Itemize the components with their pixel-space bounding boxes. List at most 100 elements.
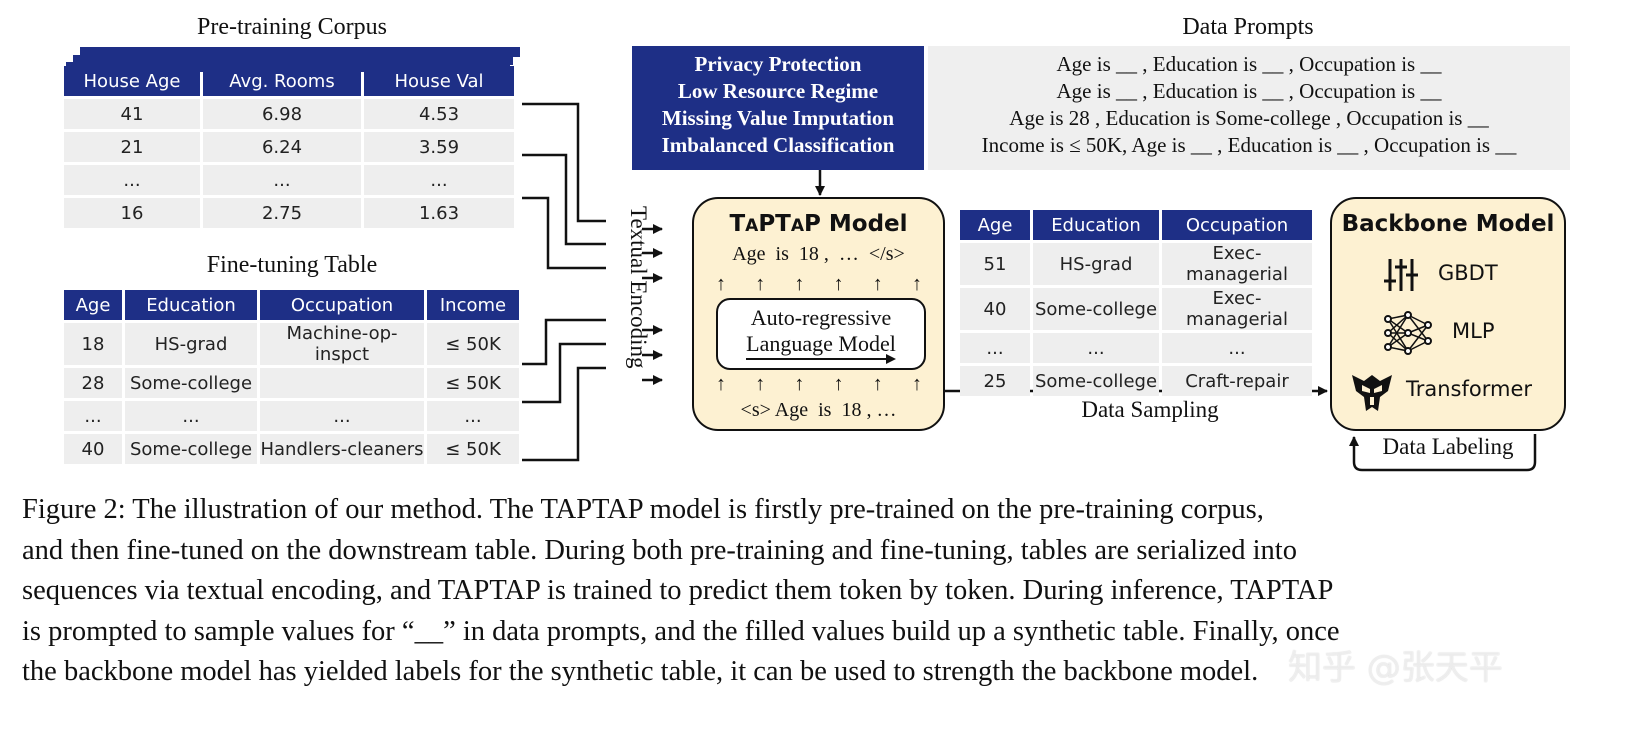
table-row: 16 2.75 1.63: [64, 198, 514, 228]
finetuning-table: Age Education Occupation Income 18 HS-gr…: [61, 287, 522, 467]
table-row: 18 HS-grad Machine-op-inspct ≤ 50K: [64, 323, 519, 365]
table-stack-back: [80, 47, 520, 57]
table-row: 25 Some-college Craft-repair: [960, 366, 1312, 396]
table-cell: Exec-managerial: [1162, 243, 1312, 285]
table-cell: ...: [64, 401, 122, 431]
table-cell: ...: [203, 165, 361, 195]
table-cell: ≤ 50K: [427, 368, 519, 398]
table-cell: Some-college: [1033, 366, 1159, 396]
up-arrow-icon: ↑: [755, 373, 766, 395]
data-labeling-arrow: [1349, 434, 1537, 472]
lm-label-line1: Auto-regressive: [750, 305, 892, 330]
table-cell: ...: [364, 165, 514, 195]
table-cell: 40: [960, 288, 1030, 330]
watermark: 知乎 @张天平: [1288, 648, 1503, 688]
data-prompts-title: Data Prompts: [1182, 14, 1314, 40]
table-cell: ...: [960, 333, 1030, 363]
connector-line: [522, 318, 606, 366]
table-cell: ...: [1033, 333, 1159, 363]
table-cell: 25: [960, 366, 1030, 396]
task-item: Privacy Protection: [694, 52, 862, 76]
table-row: 51 HS-grad Exec-managerial: [960, 243, 1312, 285]
table-cell: 1.63: [364, 198, 514, 228]
data-labeling-label: Data Labeling: [1368, 434, 1528, 460]
connector-line: [522, 196, 606, 270]
table-cell: HS-grad: [125, 323, 257, 365]
up-arrow-icon: ↑: [833, 373, 844, 395]
connector-line: [522, 153, 606, 246]
column-header: Occupation: [260, 290, 424, 320]
column-header: Education: [1033, 210, 1159, 240]
table-cell: 18: [64, 323, 122, 365]
column-header: Education: [125, 290, 257, 320]
table-cell: Handlers-cleaners: [260, 434, 424, 464]
table-cell: 21: [64, 132, 200, 162]
up-arrow-icon: ↑: [794, 273, 805, 295]
language-model-box: Auto-regressive Language Model: [716, 298, 926, 370]
up-arrow-icon: ↑: [716, 273, 726, 295]
up-arrow-icon: ↑: [716, 373, 726, 395]
backbone-model-title: Backbone Model: [1341, 211, 1555, 237]
table-cell: 16: [64, 198, 200, 228]
column-header: Occupation: [1162, 210, 1312, 240]
table-row: 40 Some-college Exec-managerial: [960, 288, 1312, 330]
table-row: ... ... ...: [960, 333, 1312, 363]
model-label-gbdt: GBDT: [1438, 261, 1498, 285]
table-cell: ...: [427, 401, 519, 431]
table-cell: ...: [125, 401, 257, 431]
connector-line: [522, 366, 606, 462]
table-cell: 41: [64, 99, 200, 129]
up-arrow-icon: ↑: [911, 373, 922, 395]
column-header: Age: [960, 210, 1030, 240]
table-cell: 28: [64, 368, 122, 398]
textual-encoding-label: Textual Encoding: [626, 206, 651, 369]
right-arrow-icon: [746, 354, 896, 364]
caption-line: the backbone model has yielded labels fo…: [22, 656, 1259, 687]
task-box: Privacy Protection Low Resource Regime M…: [632, 46, 924, 170]
pretraining-table: House Age Avg. Rooms House Val 41 6.98 4…: [61, 63, 517, 231]
table-cell: Some-college: [125, 434, 257, 464]
table-cell: Craft-repair: [1162, 366, 1312, 396]
table-cell: 2.75: [203, 198, 361, 228]
synthetic-table: Age Education Occupation 51 HS-grad Exec…: [957, 207, 1315, 399]
task-item: Low Resource Regime: [677, 79, 879, 103]
data-sampling-label: Data Sampling: [1081, 397, 1219, 422]
table-cell: HS-grad: [1033, 243, 1159, 285]
table-cell: ≤ 50K: [427, 434, 519, 464]
table-cell: ...: [1162, 333, 1312, 363]
model-output-tokens: Age is 18 , … </s>: [732, 243, 905, 265]
table-cell: 6.24: [203, 132, 361, 162]
table-cell: ...: [260, 401, 424, 431]
up-arrow-icon: ↑: [872, 373, 883, 395]
table-cell: Exec-managerial: [1162, 288, 1312, 330]
caption-line: and then fine-tuned on the downstream ta…: [22, 534, 1297, 566]
upward-arrows-bottom: ↑↑↑↑↑↑: [716, 371, 922, 397]
up-arrow-icon: ↑: [755, 273, 766, 295]
model-input-tokens: <s> Age is 18 , …: [740, 399, 897, 421]
column-header: House Age: [64, 66, 200, 96]
figure-caption: Figure 2: The illustration of our method…: [22, 490, 1614, 693]
caption-line: sequences via textual encoding, and TAPT…: [22, 575, 1334, 606]
model-label-mlp: MLP: [1452, 319, 1495, 343]
up-arrow-icon: ↑: [833, 273, 844, 295]
lm-label-line2: Language Model: [746, 331, 896, 356]
backbone-model-box: Backbone Model GBDT MLP Transformer: [1330, 197, 1566, 431]
column-header: Avg. Rooms: [203, 66, 361, 96]
table-row: ... ... ...: [64, 165, 514, 195]
up-arrow-icon: ↑: [872, 273, 883, 295]
table-cell: 3.59: [364, 132, 514, 162]
model-label-transformer: Transformer: [1406, 377, 1533, 401]
upward-arrows-top: ↑ ↑ ↑ ↑ ↑ ↑: [716, 271, 922, 297]
taptap-model-title: TAPTAP Model: [729, 211, 908, 237]
table-cell: ...: [64, 165, 200, 195]
up-arrow-icon: ↑: [911, 273, 922, 295]
table-row: 28 Some-college ≤ 50K: [64, 368, 519, 398]
textual-encoding-label-wrap: Textual Encoding: [626, 206, 651, 406]
column-header: Age: [64, 290, 122, 320]
table-cell: 4.53: [364, 99, 514, 129]
table-row: 40 Some-college Handlers-cleaners ≤ 50K: [64, 434, 519, 464]
taptap-model-box: TAPTAP Model Age is 18 , … </s> ↑ ↑ ↑ ↑ ↑ ↑ A…: [692, 197, 945, 431]
table-cell: 51: [960, 243, 1030, 285]
caption-line: is prompted to sample values for “__” in…: [22, 615, 1340, 647]
table-cell: Some-college: [1033, 288, 1159, 330]
